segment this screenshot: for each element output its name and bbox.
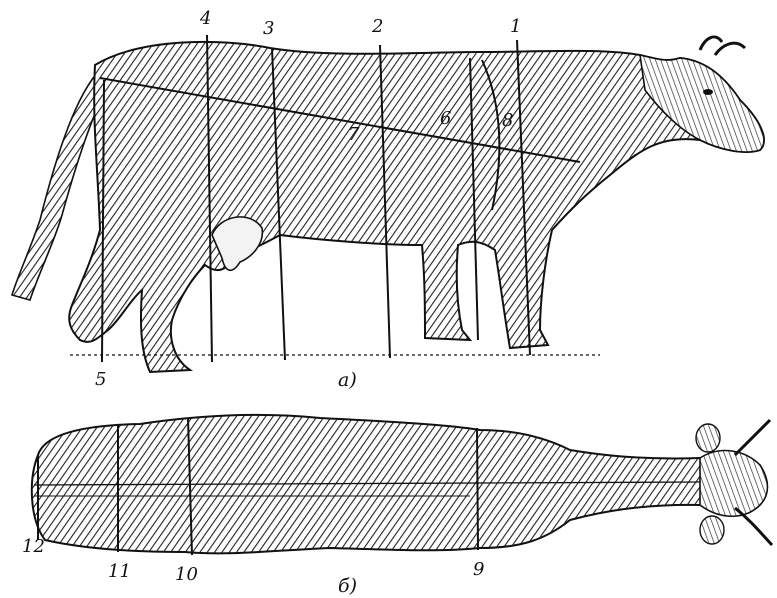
label-6: 6 <box>440 108 451 129</box>
cow-top-head <box>700 451 768 517</box>
caption-b: б) <box>338 575 357 597</box>
cow-eye <box>703 89 713 95</box>
cow-horns <box>700 37 745 55</box>
label-3: 3 <box>263 18 274 39</box>
label-5: 5 <box>95 369 106 390</box>
label-8: 8 <box>502 110 513 131</box>
cow-top-ear-upper <box>696 424 720 452</box>
cow-side-view: 1 2 3 4 5 6 7 8 a) <box>12 8 764 391</box>
label-11: 11 <box>108 561 131 582</box>
label-1: 1 <box>510 16 521 37</box>
label-7: 7 <box>348 124 360 145</box>
cow-top-ear-lower <box>700 516 724 544</box>
label-9: 9 <box>473 559 484 580</box>
cow-top-view: 9 10 11 12 б) <box>22 415 772 597</box>
caption-a: a) <box>338 369 357 391</box>
measure-line-9 <box>477 428 478 550</box>
label-4: 4 <box>199 8 211 29</box>
label-2: 2 <box>371 16 383 37</box>
label-10: 10 <box>175 564 198 585</box>
label-12: 12 <box>22 536 45 557</box>
